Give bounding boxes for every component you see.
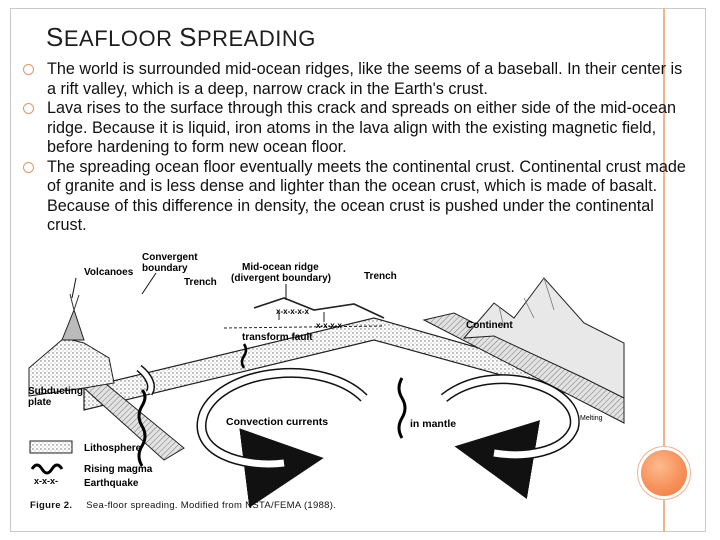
label-in-mantle: in mantle bbox=[410, 418, 456, 430]
bullet-item: The world is surrounded mid-ocean ridges… bbox=[22, 60, 692, 99]
mid-ocean-ridge bbox=[254, 298, 384, 318]
title-initial: S bbox=[179, 22, 197, 52]
legend-lithosphere-swatch bbox=[30, 441, 72, 453]
orange-circle-decoration bbox=[641, 450, 687, 496]
legend-earthquake-label: Earthquake bbox=[84, 478, 139, 489]
bullet-marker-icon bbox=[23, 64, 34, 75]
volcano-icon bbox=[62, 310, 84, 340]
label-ridge-earthquake: x-x-x-x-x bbox=[276, 307, 309, 316]
bullet-text: The world is surrounded mid-ocean ridges… bbox=[47, 60, 682, 98]
title-part: EAFLOOR bbox=[64, 26, 179, 51]
legend-magma-label: Rising magma bbox=[84, 464, 153, 475]
legend-earthquake-symbol: x-x-x- bbox=[34, 476, 58, 486]
label-continent: Continent bbox=[466, 320, 513, 331]
label-melting: Melting bbox=[580, 415, 603, 422]
figure-caption: Figure 2. Sea-floor spreading. Modified f… bbox=[30, 500, 336, 511]
bullet-item: The spreading ocean floor eventually mee… bbox=[22, 158, 692, 236]
title-initial: S bbox=[46, 22, 64, 52]
slide-title: SEAFLOOR SPREADING bbox=[46, 22, 316, 53]
legend-lithosphere-label: Lithosphere bbox=[84, 443, 142, 454]
caption-label: Figure 2. bbox=[30, 500, 72, 511]
label-mid-ocean-ridge: Mid-ocean ridge(divergent boundary) bbox=[231, 262, 331, 284]
caption-text: Sea-floor spreading. Modified from NSTA/… bbox=[86, 500, 336, 511]
title-part: PREADING bbox=[197, 26, 316, 51]
bullet-text: The spreading ocean floor eventually mee… bbox=[47, 158, 686, 235]
label-convection-currents: Convection currents bbox=[226, 416, 328, 428]
rising-magma-right bbox=[399, 378, 405, 438]
bullet-item: Lava rises to the surface through this c… bbox=[22, 99, 692, 158]
bullet-list: The world is surrounded mid-ocean ridges… bbox=[22, 60, 692, 236]
label-transform-fault: transform fault bbox=[242, 332, 313, 343]
label-volcanoes: Volcanoes bbox=[84, 267, 134, 278]
label-fault-earthquake: x-x-x-x bbox=[316, 321, 342, 330]
label-trench-right: Trench bbox=[364, 271, 397, 282]
legend-magma-icon bbox=[32, 465, 62, 473]
label-trench-left: Trench bbox=[184, 277, 217, 288]
bullet-marker-icon bbox=[23, 103, 34, 114]
seafloor-spreading-diagram: Lithosphere Rising magma x-x-x- Earthqua… bbox=[24, 248, 634, 514]
bullet-text: Lava rises to the surface through this c… bbox=[47, 99, 676, 156]
bullet-marker-icon bbox=[23, 162, 34, 173]
